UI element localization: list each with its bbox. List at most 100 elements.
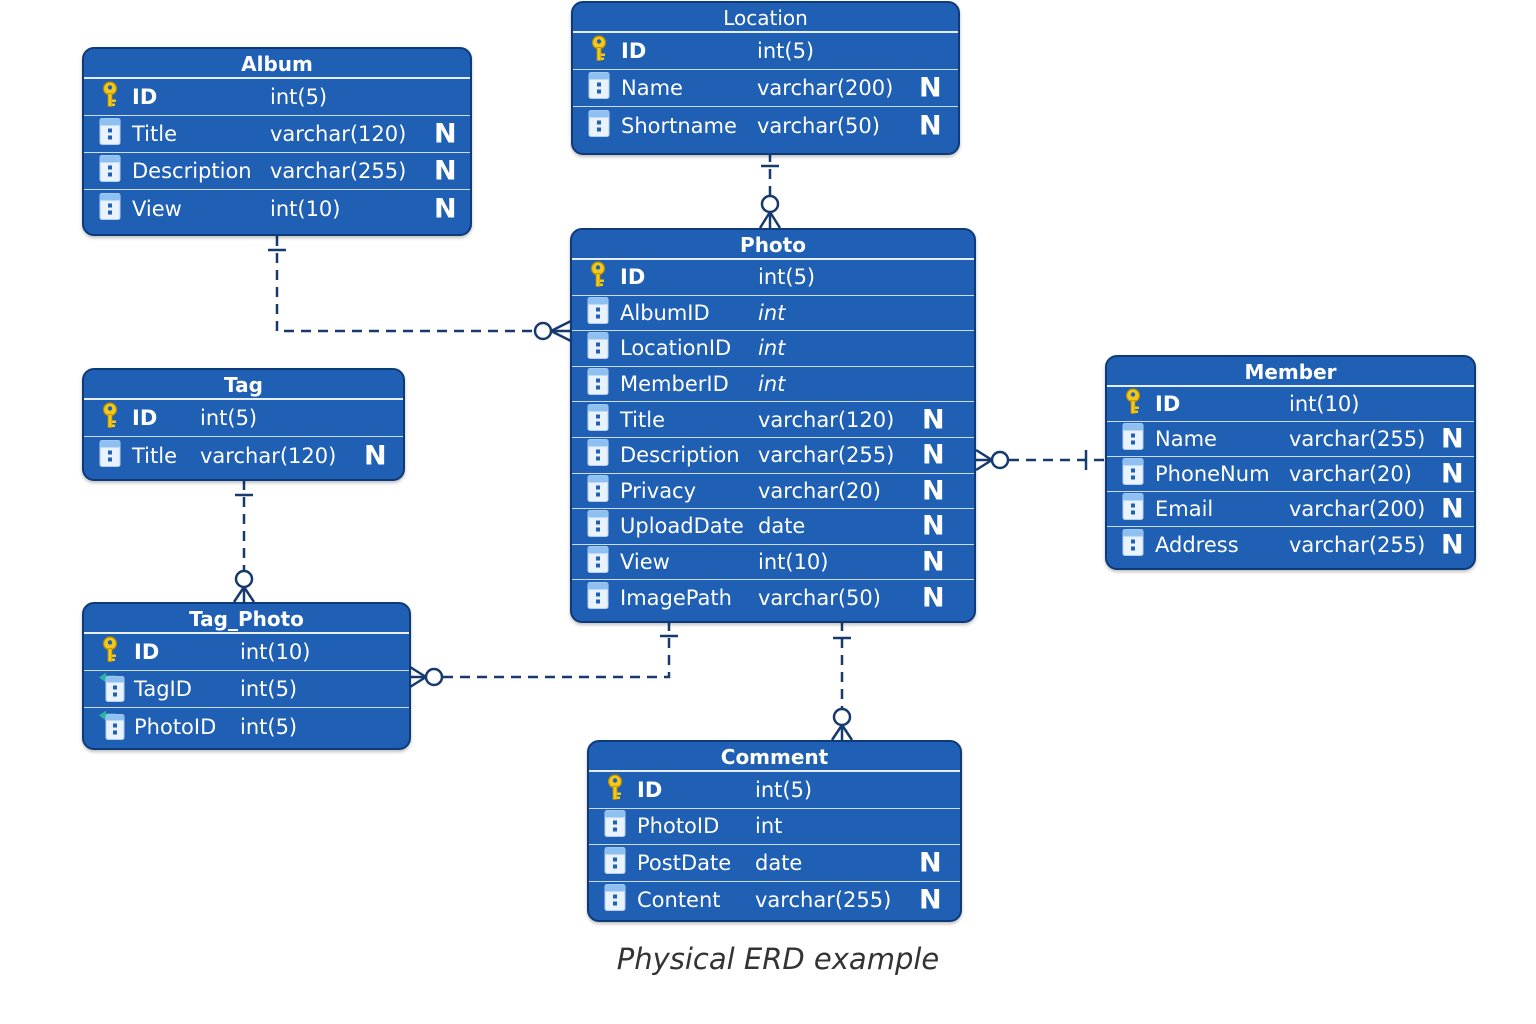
field-name: Name xyxy=(1155,427,1217,451)
field-type: varchar(255) xyxy=(1289,532,1426,557)
relationship-tag-tagphoto xyxy=(232,480,256,603)
column-icon xyxy=(587,582,609,615)
field-type: int(10) xyxy=(758,550,829,575)
field-type: varchar(255) xyxy=(270,159,407,183)
field-type: int xyxy=(755,814,783,839)
field-name: ID xyxy=(132,85,158,109)
field-type: int xyxy=(758,300,786,325)
nullable-flag: N xyxy=(919,72,942,104)
field-name: ID xyxy=(637,777,663,802)
field-type: varchar(20) xyxy=(1289,462,1412,486)
field-type: int(5) xyxy=(757,39,815,63)
entity-title: Comment xyxy=(589,742,960,772)
field-name: TagID xyxy=(134,677,192,701)
column-icon xyxy=(604,810,626,843)
field-name: AlbumID xyxy=(620,300,710,325)
field-type: int(5) xyxy=(755,777,813,802)
nullable-flag: N xyxy=(922,439,945,471)
diagram-caption: Physical ERD example xyxy=(616,942,940,976)
column-icon xyxy=(587,403,609,436)
field-type: varchar(200) xyxy=(1289,497,1426,521)
column-icon xyxy=(587,296,609,329)
nullable-flag: N xyxy=(919,847,942,879)
column-icon xyxy=(587,474,609,507)
column-icon xyxy=(587,332,609,365)
column-icon xyxy=(604,846,626,879)
column-icon xyxy=(588,109,610,142)
column-icon xyxy=(99,439,121,472)
column-icon xyxy=(99,192,121,225)
field-type: varchar(255) xyxy=(758,443,895,468)
key-icon xyxy=(99,402,121,435)
key-icon xyxy=(588,35,610,68)
entity-title: Album xyxy=(84,49,470,79)
nullable-flag: N xyxy=(919,884,942,916)
field-name: ID xyxy=(621,39,647,63)
field-name: PhoneNum xyxy=(1155,462,1270,486)
field-row[interactable]: ID int(5) xyxy=(573,33,958,70)
field-name: ID xyxy=(134,640,160,664)
field-name: ImagePath xyxy=(620,586,732,611)
key-icon xyxy=(1122,388,1144,421)
column-icon xyxy=(1122,493,1144,526)
column-icon xyxy=(604,883,626,916)
nullable-flag: N xyxy=(1441,493,1464,525)
field-type: varchar(20) xyxy=(758,478,881,503)
column-icon xyxy=(587,439,609,472)
nullable-flag: N xyxy=(1441,529,1464,560)
column-icon xyxy=(1122,458,1144,491)
field-name: Title xyxy=(132,122,178,146)
field-type: varchar(120) xyxy=(270,122,407,146)
nullable-flag: N xyxy=(434,155,457,187)
column-icon xyxy=(99,155,121,188)
field-row[interactable]: ID int(5) xyxy=(589,772,960,809)
nullable-flag: N xyxy=(922,404,945,436)
field-type: varchar(120) xyxy=(200,443,337,468)
field-row[interactable]: AlbumID int xyxy=(572,296,974,332)
field-type: int(10) xyxy=(1289,392,1360,416)
key-icon xyxy=(99,81,121,114)
field-row[interactable]: ID int(10) xyxy=(1107,387,1474,422)
field-name: ID xyxy=(1155,392,1181,416)
field-type: varchar(50) xyxy=(758,586,881,611)
